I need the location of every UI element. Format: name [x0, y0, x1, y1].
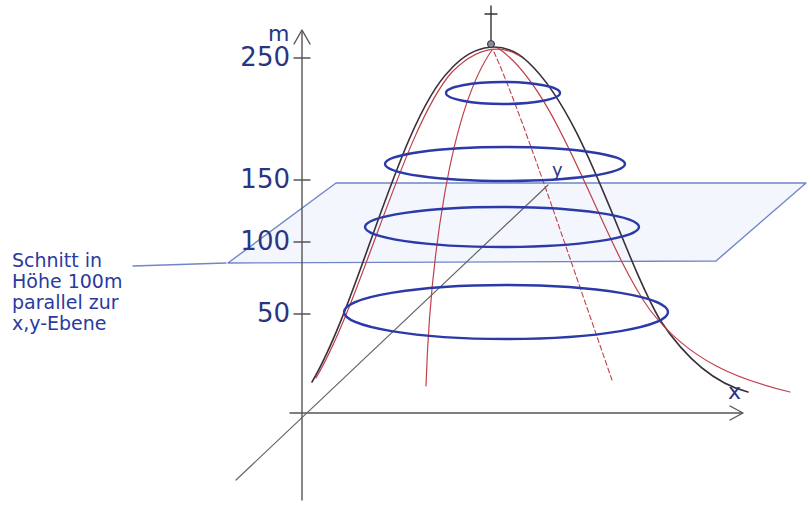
y-axis [236, 185, 548, 480]
profile-curve [494, 52, 612, 380]
tick [294, 241, 310, 242]
tick-value: 50 [257, 299, 290, 328]
axis-arrow [294, 30, 310, 44]
tick-value: 100 [240, 227, 290, 256]
x-axis [290, 412, 742, 413]
contour-line [385, 147, 625, 181]
profile-curve [316, 49, 520, 378]
axis-name: y [552, 160, 563, 180]
tick [294, 179, 310, 180]
contour-line [446, 82, 560, 104]
tick-value: 250 [240, 43, 290, 72]
axis-arrow [730, 406, 743, 420]
z-axis [301, 32, 302, 500]
cutting-plane [228, 183, 806, 263]
tick [294, 313, 310, 314]
summit-cross [490, 6, 491, 40]
annotation-note: Schnitt in Höhe 100m parallel zur x,y-Eb… [12, 250, 130, 334]
leader-line [133, 263, 226, 266]
tick [294, 57, 310, 58]
profile-curve [498, 48, 790, 392]
tick-value: 150 [240, 165, 290, 194]
contour-line [344, 285, 668, 339]
mountain-outline [312, 47, 748, 392]
axis-name: x [728, 380, 741, 404]
contour-line [365, 207, 639, 247]
summit-point [488, 41, 495, 48]
summit-cross [485, 13, 497, 14]
